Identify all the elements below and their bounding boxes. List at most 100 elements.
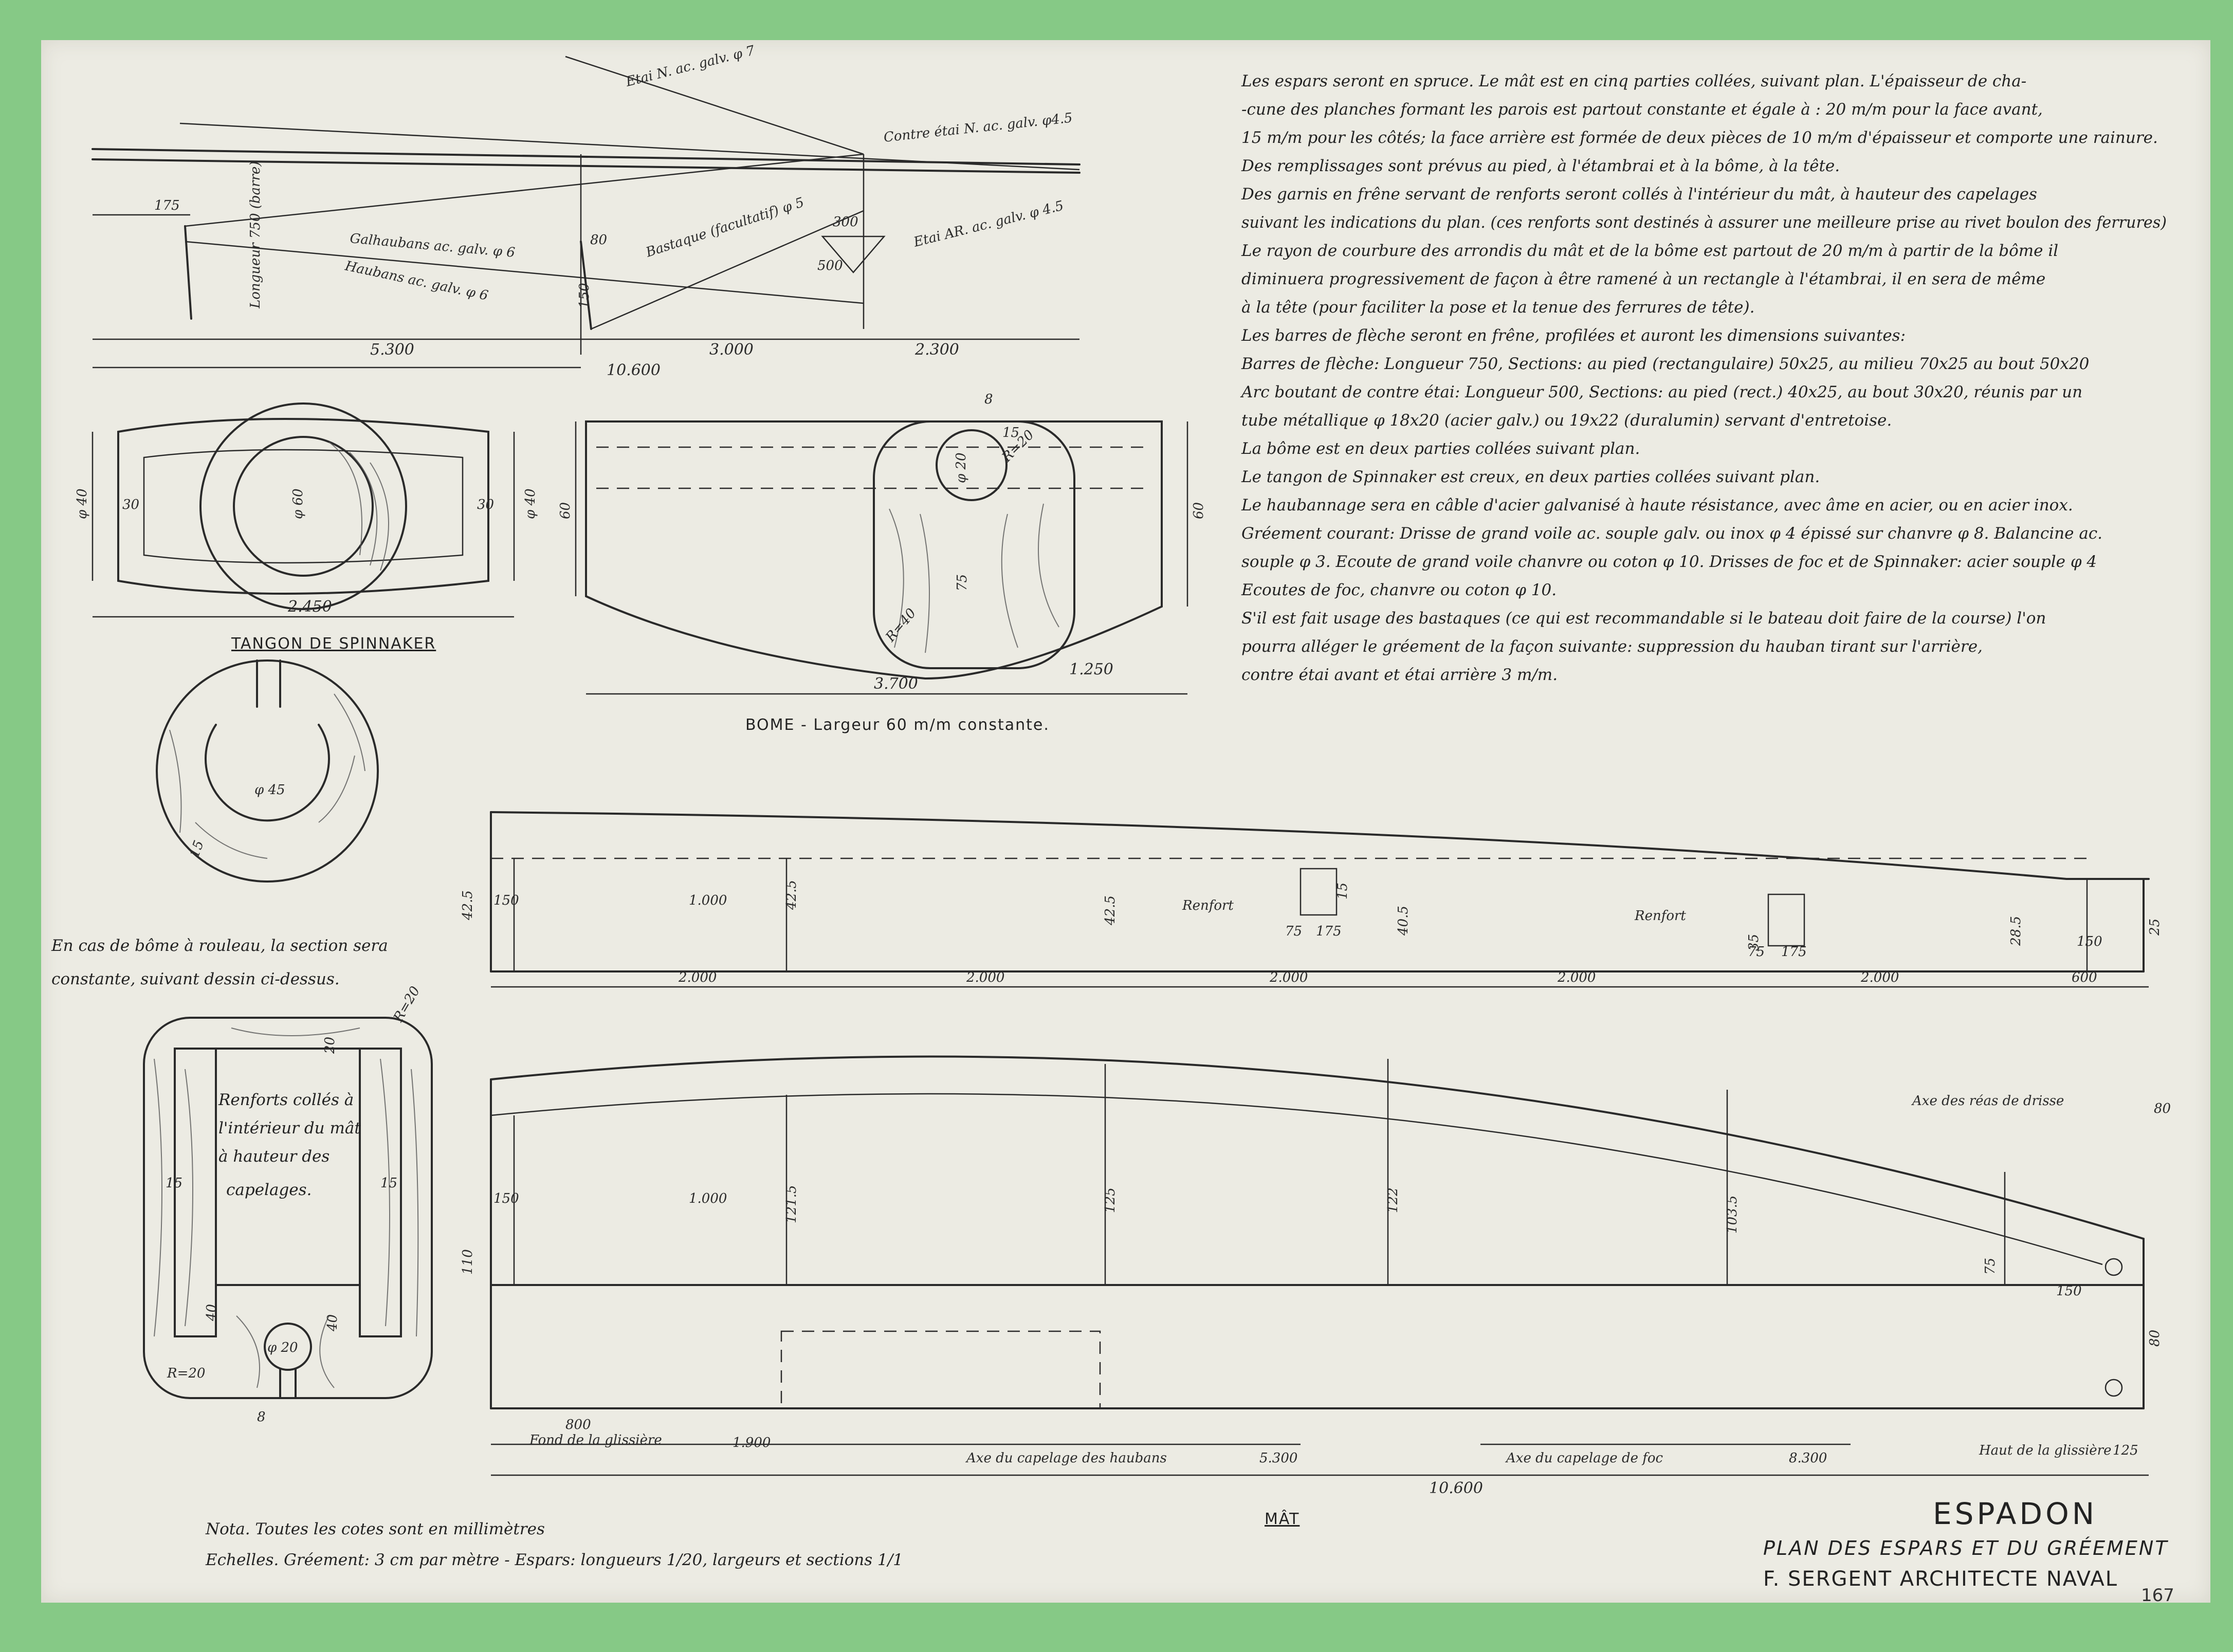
mast-dim-121-5: 121.5 [784, 1185, 799, 1223]
mast-dim-150-a: 150 [493, 893, 519, 908]
mast-sheave-lower [2104, 1379, 2123, 1397]
mast-dim-2000-d: 2.000 [1557, 970, 1596, 985]
sheet-number: 167 [2141, 1585, 2174, 1606]
mast-dim-2000-b: 2.000 [966, 970, 1004, 985]
rig-dim-150: 150 [577, 283, 592, 308]
spreader-line [184, 225, 192, 320]
spec-note-line: 15 m/m pour les côtés; la face arrière e… [1241, 129, 2158, 147]
mast-dim-35: 35 [1746, 934, 1762, 951]
mast-section-hole [264, 1323, 312, 1371]
spec-note-line: pourra alléger le gréement de la façon s… [1241, 637, 1983, 656]
tangon-section-dim: φ 45 [254, 782, 285, 798]
tangon-caption: TANGON DE SPINNAKER [231, 635, 436, 653]
tangon-dim-right-small: 30 [477, 497, 494, 512]
rigging-diagram: Etai N. ac. galv. φ 7 Contre étai N. ac.… [91, 43, 1081, 379]
boom-dim-height-right: 60 [1191, 502, 1206, 519]
boom-caption: BOME - Largeur 60 m/m constante. [745, 716, 1050, 734]
mast-side-top-edge [490, 811, 2150, 880]
rig-dim-5300: 5.300 [370, 341, 414, 359]
tangon-dim-left: φ 40 [75, 488, 90, 519]
mast-section-label-3: à hauteur des [218, 1147, 330, 1166]
spec-note-line: tube métallique φ 18x20 (acier galv.) ou… [1241, 411, 1892, 430]
mast-section-label-2: l'intérieur du mât [218, 1119, 361, 1137]
mast-dim-150-c: 150 [493, 1191, 519, 1206]
mast-dim-42-5-c: 42.5 [1103, 895, 1118, 926]
boom-dim-8: 8 [984, 392, 993, 407]
mast-dim-8300: 8.300 [1789, 1451, 1827, 1466]
spec-note-line: à la tête (pour faciliter la pose et la … [1241, 298, 1754, 317]
mast-section-8: 8 [257, 1409, 266, 1425]
mast-dim-75-b: 75 [1748, 944, 1765, 960]
title-name: ESPADON [1933, 1496, 2097, 1531]
tangon-section-small: 15 [187, 838, 207, 859]
backstay-label: Etai AR. ac. galv. φ 4.5 [911, 198, 1065, 250]
rig-dim-2300: 2.300 [914, 341, 959, 359]
mast-dim-110: 110 [460, 1249, 475, 1275]
mast-dim-25: 25 [2147, 919, 2163, 936]
spec-note-line: Gréement courant: Drisse de grand voile … [1241, 524, 2102, 543]
mast-dim-175-a: 175 [1316, 924, 1342, 939]
footer-notes: Nota. Toutes les cotes sont en millimètr… [205, 1520, 903, 1569]
mast-section-view: Renforts collés à l'intérieur du mât à h… [143, 984, 433, 1425]
mast-label-haut: Haut de la glissière [1979, 1443, 2112, 1458]
tangon-outer-circle [199, 402, 407, 610]
title-subtitle: PLAN DES ESPARS ET DU GRÉEMENT [1763, 1537, 2169, 1559]
mast-renfort-2 [1767, 893, 1805, 947]
mast-front-inner-edge [490, 1093, 2103, 1265]
mast-label-axe-foc: Axe du capelage de foc [1505, 1451, 1663, 1466]
mast-elevation: Renfort Renfort Axe des réas de drisse F… [460, 811, 2171, 1528]
tangon-section-outer [156, 659, 379, 883]
mast-dim-40-5: 40.5 [1396, 906, 1411, 936]
mast-line-top [91, 148, 1081, 166]
spinnaker-pole-view: φ 40 φ 40 30 30 φ 60 2.450 TANGON DE SPI… [75, 402, 538, 883]
spec-note-line: Le tangon de Spinnaker est creux, en deu… [1241, 468, 1820, 486]
boom-section-hole [936, 429, 1008, 501]
boom-dim-length: 3.700 [874, 675, 918, 693]
spec-note-line: suivant les indications du plan. (ces re… [1241, 213, 2167, 232]
mast-dim-122: 122 [1385, 1187, 1401, 1213]
forestay-line [565, 56, 864, 155]
rig-dim-500: 500 [817, 258, 843, 273]
mast-section-40b: 40 [325, 1314, 340, 1332]
title-architect: F. SERGENT ARCHITECTE NAVAL [1763, 1567, 2118, 1591]
tangon-section-crescent [205, 724, 330, 822]
tangon-dim-right: φ 40 [523, 488, 538, 519]
lower-shroud-label: Haubans ac. galv. φ 6 [343, 258, 490, 304]
mast-dim-75-a: 75 [1285, 924, 1302, 939]
mast-label-renfort-1: Renfort [1182, 898, 1234, 913]
mast-section-15-left: 15 [166, 1176, 182, 1191]
mast-dim-1000-b: 1.000 [689, 1191, 727, 1206]
mast-dim-125-end: 125 [2113, 1443, 2138, 1458]
mast-section-label-4: capelages. [226, 1181, 312, 1199]
mast-dim-1900: 1.900 [733, 1435, 771, 1451]
spec-note-line: Des remplissages sont prévus au pied, à … [1241, 157, 1840, 175]
mast-section-40a: 40 [204, 1304, 219, 1321]
mast-label-axe-haubans: Axe du capelage des haubans [965, 1451, 1167, 1466]
mast-label-fond: Fond de la glissière [529, 1433, 662, 1448]
upper-shroud-label: Galhaubans ac. galv. φ 6 [349, 231, 516, 261]
boom-outline [585, 420, 1163, 680]
spec-note-line: S'il est fait usage des bastaques (ce qu… [1241, 609, 2046, 628]
mast-dim-125: 125 [1103, 1187, 1118, 1213]
forestay-label: Etai N. ac. galv. φ 7 [624, 43, 756, 90]
spec-note-line: diminuera progressivement de façon à êtr… [1241, 270, 2045, 288]
tangon-section-wood [169, 693, 365, 859]
mast-section-15-right: 15 [380, 1176, 397, 1191]
mast-section-wood [154, 1027, 419, 1388]
roller-note-line-2: constante, suivant dessin ci-dessus. [51, 970, 340, 988]
mast-dim-175-b: 175 [1781, 944, 1807, 960]
mast-caption: MÂT [1265, 1510, 1299, 1528]
spec-note-line: Barres de flèche: Longueur 750, Sections… [1241, 355, 2089, 373]
spreader-section [821, 235, 886, 273]
tangon-inner [143, 449, 464, 564]
footer-scales: Echelles. Gréement: 3 cm par mètre - Esp… [205, 1551, 903, 1569]
mast-section-20: 20 [322, 1037, 338, 1054]
tangon-outline [117, 418, 489, 595]
mast-dim-42-5-b: 42.5 [784, 880, 799, 910]
mast-dim-42-5-a: 42.5 [460, 890, 475, 921]
boom-view: 60 60 φ 20 R=20 R=40 8 15 75 3.700 1.250… [558, 392, 1206, 734]
boom-dim-height-left: 60 [558, 502, 573, 519]
tangon-dim-center: φ 60 [290, 488, 306, 519]
rig-dim-10600: 10.600 [607, 361, 661, 379]
spreader-line-2 [580, 241, 592, 330]
